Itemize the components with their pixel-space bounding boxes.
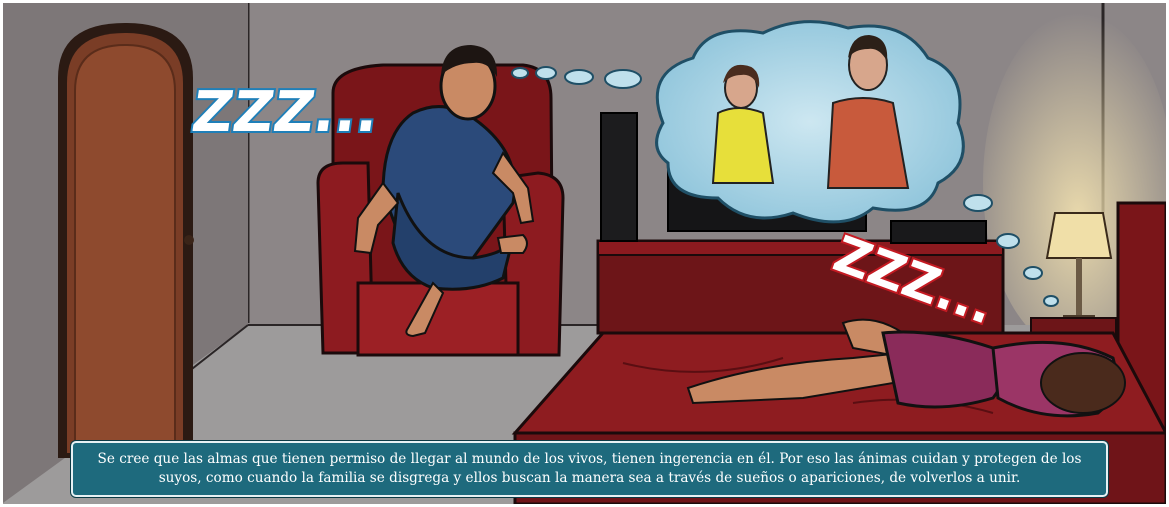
sleeping-man	[353, 45, 535, 338]
game-console	[890, 220, 987, 244]
thought-bubbles-woman	[963, 194, 1059, 307]
comic-panel: ZZZ...	[3, 3, 1166, 504]
snore-text-man: ZZZ...	[188, 80, 383, 145]
thought-bubbles-man	[511, 66, 642, 89]
dream-bubble	[655, 20, 965, 224]
bedroom-scene: ZZZ...	[3, 3, 1166, 504]
caption-text: Se cree que las almas que tienen permiso…	[97, 451, 1082, 486]
door	[58, 23, 194, 458]
woman-hair	[1040, 352, 1126, 414]
tv-stand	[596, 239, 1005, 335]
dream-woman	[711, 64, 775, 184]
caption-box: Se cree que las almas que tienen permiso…	[71, 441, 1108, 497]
dream-man	[826, 35, 910, 189]
speaker-tower	[600, 112, 638, 242]
sleeping-woman	[686, 318, 1126, 418]
door-knob	[184, 235, 194, 245]
